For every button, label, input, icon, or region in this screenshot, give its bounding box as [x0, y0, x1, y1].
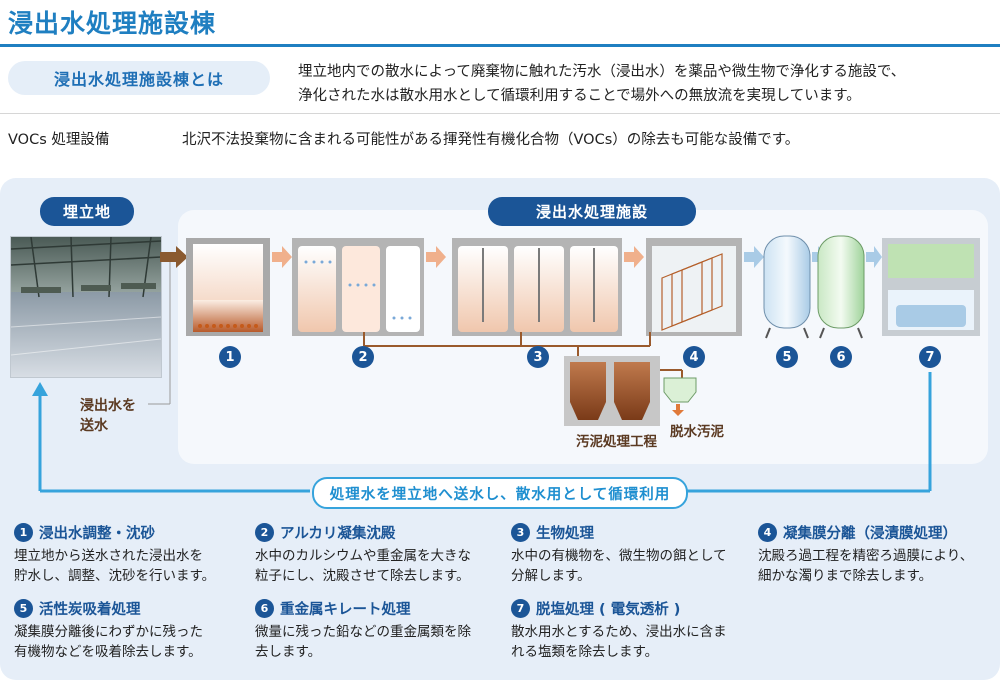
step-title: 凝集膜分離（浸漬膜処理） [783, 525, 957, 542]
tank-6 [817, 235, 865, 329]
landfill-photo [10, 236, 162, 378]
step-title: 浸出水調整・沈砂 [39, 525, 155, 542]
stage-number-1: 1 [219, 346, 241, 368]
step-title: 活性炭吸着処理 [39, 601, 141, 618]
intro-text-line1: 埋立地内での散水によって廃棄物に触れた汚水（浸出水）を薬品や微生物で浄化する施設… [298, 64, 906, 80]
section-divider [0, 113, 1000, 114]
step-text-line1: 微量に残った鉛などの重金属類を除 [255, 624, 471, 640]
step-number: 1 [14, 522, 33, 542]
return-loop [38, 372, 932, 493]
sludge-process-label: 汚泥処理工程 [576, 434, 657, 450]
step-text-line2: 細かな濁りまで除去します。 [758, 568, 933, 584]
vocs-label: VOCs 処理設備 [8, 132, 110, 148]
step-title: アルカリ凝集沈殿 [280, 525, 396, 542]
facility-label: 浸出水処理施設 [488, 197, 696, 226]
step-text-line2: 分解します。 [511, 568, 591, 584]
step-text-line1: 凝集膜分離後にわずかに残った [14, 624, 203, 640]
stage-number-2: 2 [352, 346, 374, 368]
step-description-7: 7 脱塩処理 ( 電気透析 ) 散水用水とするため、浸出水に含まれる塩類を除去しま… [511, 597, 741, 662]
step-text-line2: 貯水し、調整、沈砂を行います。 [14, 568, 216, 584]
step-number: 3 [511, 522, 530, 542]
step-text-line2: 有機物などを吸着除去します。 [14, 644, 202, 660]
title-divider [0, 44, 1000, 47]
step-text-line1: 沈殿ろ過工程を精密ろ過膜により、 [758, 548, 974, 564]
page-title: 浸出水処理施設棟 [8, 9, 217, 38]
step-text-line1: 水中の有機物を、微生物の餌として [511, 548, 727, 564]
stage-number-6: 6 [830, 346, 852, 368]
step-number: 2 [255, 522, 274, 542]
step-text-line2: 去します。 [255, 644, 322, 660]
step-number: 5 [14, 598, 33, 618]
step-description-1: 1 浸出水調整・沈砂 埋立地から送水された浸出水を貯水し、調整、沈砂を行います。 [14, 521, 244, 586]
stage-number-5: 5 [776, 346, 798, 368]
step-text-line1: 水中のカルシウムや重金属を大きな [255, 548, 471, 564]
dewatered-sludge-label: 脱水汚泥 [670, 424, 724, 440]
step-title: 生物処理 [536, 525, 594, 542]
step-description-3: 3 生物処理 水中の有機物を、微生物の餌として分解します。 [511, 521, 741, 586]
stage-number-4: 4 [683, 346, 705, 368]
step-number: 7 [511, 598, 530, 618]
send-label-line1: 浸出水を [80, 398, 136, 414]
step-text-line1: 埋立地から送水された浸出水を [14, 548, 203, 564]
step-number: 6 [255, 598, 274, 618]
step-title: 脱塩処理 ( 電気透析 ) [536, 601, 681, 618]
landfill-label: 埋立地 [40, 197, 134, 226]
dewatering-unit [663, 377, 697, 403]
stage-number-3: 3 [527, 346, 549, 368]
return-water-label: 処理水を埋立地へ送水し、散水用として循環利用 [312, 477, 688, 509]
stage-number-7: 7 [919, 346, 941, 368]
step-text-line2: れる塩類を除去します。 [511, 644, 659, 660]
send-leachate-label: 浸出水を 送水 [80, 396, 136, 436]
step-description-5: 5 活性炭吸着処理 凝集膜分離後にわずかに残った有機物などを吸着除去します。 [14, 597, 244, 662]
send-label-line2: 送水 [80, 418, 108, 434]
step-text-line2: 粒子にし、沈殿させて除去します。 [255, 568, 470, 584]
inflow-arrow [160, 246, 188, 268]
step-description-4: 4 凝集膜分離（浸漬膜処理） 沈殿ろ過工程を精密ろ過膜により、細かな濁りまで除去し… [758, 521, 994, 586]
step-text-line1: 散水用水とするため、浸出水に含ま [511, 624, 727, 640]
step-description-2: 2 アルカリ凝集沈殿 水中のカルシウムや重金属を大きな粒子にし、沈殿させて除去しま… [255, 521, 485, 586]
intro-label: 浸出水処理施設棟とは [8, 61, 270, 95]
step-description-6: 6 重金属キレート処理 微量に残った鉛などの重金属類を除去します。 [255, 597, 485, 662]
tank-5 [763, 235, 811, 329]
step-number: 4 [758, 522, 777, 542]
vocs-text: 北沢不法投棄物に含まれる可能性がある揮発性有機化合物（VOCs）の除去も可能な設… [182, 132, 800, 148]
intro-text-line2: 浄化された水は散水用水として循環利用することで場外への無放流を実現しています。 [298, 88, 861, 104]
step-title: 重金属キレート処理 [280, 601, 411, 618]
